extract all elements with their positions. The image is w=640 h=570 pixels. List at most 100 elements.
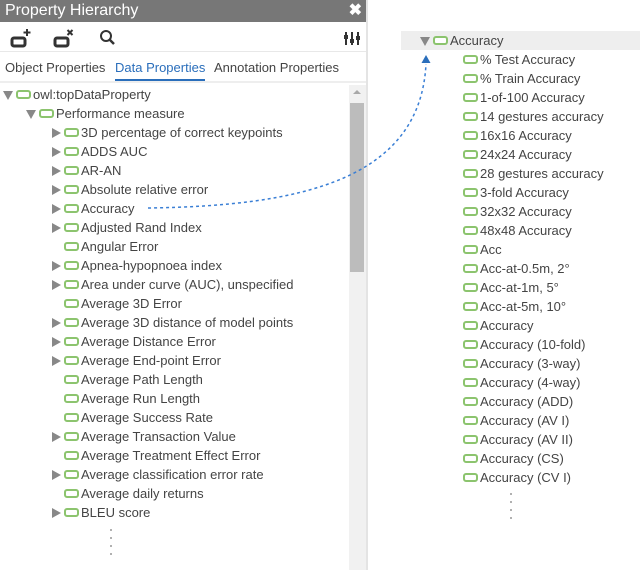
tree-node[interactable]: Average classification error rate <box>51 465 264 484</box>
detail-item[interactable]: Accuracy (CS) <box>463 449 564 468</box>
tree-node-performance-measure[interactable]: Performance measure <box>26 104 185 123</box>
detail-item[interactable]: 32x32 Accuracy <box>463 202 572 221</box>
detail-item[interactable]: 24x24 Accuracy <box>463 145 572 164</box>
tree-node[interactable]: Absolute relative error <box>51 180 208 199</box>
expanded-triangle-icon[interactable] <box>3 85 16 104</box>
settings-button[interactable] <box>343 27 361 49</box>
tree-node[interactable]: Average Path Length <box>51 370 203 389</box>
collapsed-triangle-icon[interactable] <box>51 142 64 161</box>
scroll-up-arrow-icon[interactable] <box>353 90 361 94</box>
tree-node[interactable]: Average 3D Error <box>51 294 182 313</box>
detail-item[interactable]: Accuracy (CV I) <box>463 468 571 487</box>
tree-node-accuracy[interactable]: Accuracy <box>51 199 134 218</box>
detail-item[interactable]: Accuracy (AV I) <box>463 411 569 430</box>
detail-item[interactable]: Accuracy (4-way) <box>463 373 580 392</box>
tree-node[interactable]: Average End-point Error <box>51 351 221 370</box>
tree-scrollbar[interactable] <box>349 85 366 570</box>
data-property-icon <box>64 204 79 213</box>
collapsed-triangle-icon[interactable] <box>51 465 64 484</box>
collapsed-triangle-icon[interactable] <box>51 313 64 332</box>
scrollbar-thumb[interactable] <box>350 103 364 272</box>
detail-item-label: Accuracy (CV I) <box>480 470 572 485</box>
tree-node-label: Accuracy <box>81 201 135 216</box>
tree-node-label: Angular Error <box>81 239 159 254</box>
panel-titlebar: Property Hierarchy ✖ <box>0 0 366 22</box>
tree-node[interactable]: 3D percentage of correct keypoints <box>51 123 283 142</box>
collapsed-triangle-icon[interactable] <box>51 503 64 522</box>
collapsed-triangle-icon[interactable] <box>51 351 64 370</box>
data-property-icon <box>39 109 54 118</box>
detail-item[interactable]: Acc-at-1m, 5° <box>463 278 559 297</box>
tree-node[interactable]: Average daily returns <box>51 484 204 503</box>
collapsed-triangle-icon[interactable] <box>51 275 64 294</box>
search-button[interactable] <box>97 27 121 49</box>
detail-item-label: Accuracy (AV II) <box>480 432 573 447</box>
delete-property-button[interactable] <box>53 27 77 49</box>
detail-item[interactable]: Accuracy (3-way) <box>463 354 580 373</box>
tree-node[interactable]: Average Run Length <box>51 389 200 408</box>
tree-node[interactable]: Angular Error <box>51 237 158 256</box>
detail-node-accuracy[interactable]: Accuracy <box>420 31 503 50</box>
detail-item[interactable]: 3-fold Accuracy <box>463 183 569 202</box>
tree-node[interactable]: Average 3D distance of model points <box>51 313 293 332</box>
tree-node[interactable]: AR-AN <box>51 161 121 180</box>
data-property-icon <box>64 375 79 384</box>
data-property-icon <box>463 454 478 463</box>
detail-item[interactable]: 14 gestures accuracy <box>463 107 604 126</box>
data-property-icon <box>64 508 79 517</box>
detail-item[interactable]: 16x16 Accuracy <box>463 126 572 145</box>
property-tabs: Object Properties Data Properties Annota… <box>0 52 366 83</box>
expanded-triangle-icon[interactable] <box>420 31 433 50</box>
tree-node[interactable]: Average Transaction Value <box>51 427 236 446</box>
tree-node-root[interactable]: owl:topDataProperty <box>3 85 151 104</box>
detail-item[interactable]: Accuracy (AV II) <box>463 430 573 449</box>
detail-item[interactable]: Acc-at-0.5m, 2° <box>463 259 570 278</box>
tree-node[interactable]: ADDS AUC <box>51 142 147 161</box>
detail-item[interactable]: Acc-at-5m, 10° <box>463 297 566 316</box>
tree-node[interactable]: Average Success Rate <box>51 408 213 427</box>
tree-node[interactable]: Apnea-hypopnoea index <box>51 256 222 275</box>
detail-item[interactable]: Accuracy (ADD) <box>463 392 573 411</box>
collapsed-triangle-icon[interactable] <box>51 123 64 142</box>
tree-node[interactable]: Average Treatment Effect Error <box>51 446 260 465</box>
property-tree: owl:topDataProperty Performance measure … <box>0 85 348 570</box>
add-subproperty-button[interactable] <box>10 27 34 49</box>
expanded-triangle-icon[interactable] <box>26 104 39 123</box>
tree-node[interactable]: Area under curve (AUC), unspecified <box>51 275 293 294</box>
collapsed-triangle-icon[interactable] <box>51 256 64 275</box>
collapsed-triangle-icon[interactable] <box>51 332 64 351</box>
detail-item[interactable]: % Train Accuracy <box>463 69 580 88</box>
tree-node[interactable]: BLEU score <box>51 503 150 522</box>
detail-item[interactable]: % Test Accuracy <box>463 50 575 69</box>
tree-node-label: Average Path Length <box>81 372 203 387</box>
collapsed-triangle-icon[interactable] <box>51 218 64 237</box>
collapsed-triangle-icon[interactable] <box>51 199 64 218</box>
detail-item[interactable]: Accuracy (10-fold) <box>463 335 585 354</box>
tab-data-properties[interactable]: Data Properties <box>115 60 206 81</box>
close-icon[interactable]: ✖ <box>348 2 362 19</box>
detail-item[interactable]: Acc <box>463 240 502 259</box>
collapsed-triangle-icon[interactable] <box>51 161 64 180</box>
collapsed-triangle-icon[interactable] <box>51 427 64 446</box>
detail-item-label: % Train Accuracy <box>480 71 581 86</box>
data-property-icon <box>463 397 478 406</box>
tree-node-label: Area under curve (AUC), unspecified <box>81 277 294 292</box>
tree-node[interactable]: Adjusted Rand Index <box>51 218 202 237</box>
data-property-icon <box>463 74 478 83</box>
data-property-icon <box>463 321 478 330</box>
tree-node[interactable]: Average Distance Error <box>51 332 216 351</box>
tree-node-label: ADDS AUC <box>81 144 148 159</box>
detail-item[interactable]: 28 gestures accuracy <box>463 164 604 183</box>
data-property-icon <box>463 226 478 235</box>
detail-item-label: Accuracy (AV I) <box>480 413 570 428</box>
tab-annotation-properties[interactable]: Annotation Properties <box>214 60 340 75</box>
detail-item[interactable]: 48x48 Accuracy <box>463 221 572 240</box>
detail-item[interactable]: 1-of-100 Accuracy <box>463 88 585 107</box>
continuation-ellipsis <box>110 529 112 555</box>
collapsed-triangle-icon[interactable] <box>51 180 64 199</box>
detail-item-label: Accuracy (CS) <box>480 451 564 466</box>
tab-object-properties[interactable]: Object Properties <box>5 60 106 75</box>
data-property-icon <box>64 356 79 365</box>
detail-item[interactable]: Accuracy <box>463 316 533 335</box>
search-icon <box>100 30 115 45</box>
